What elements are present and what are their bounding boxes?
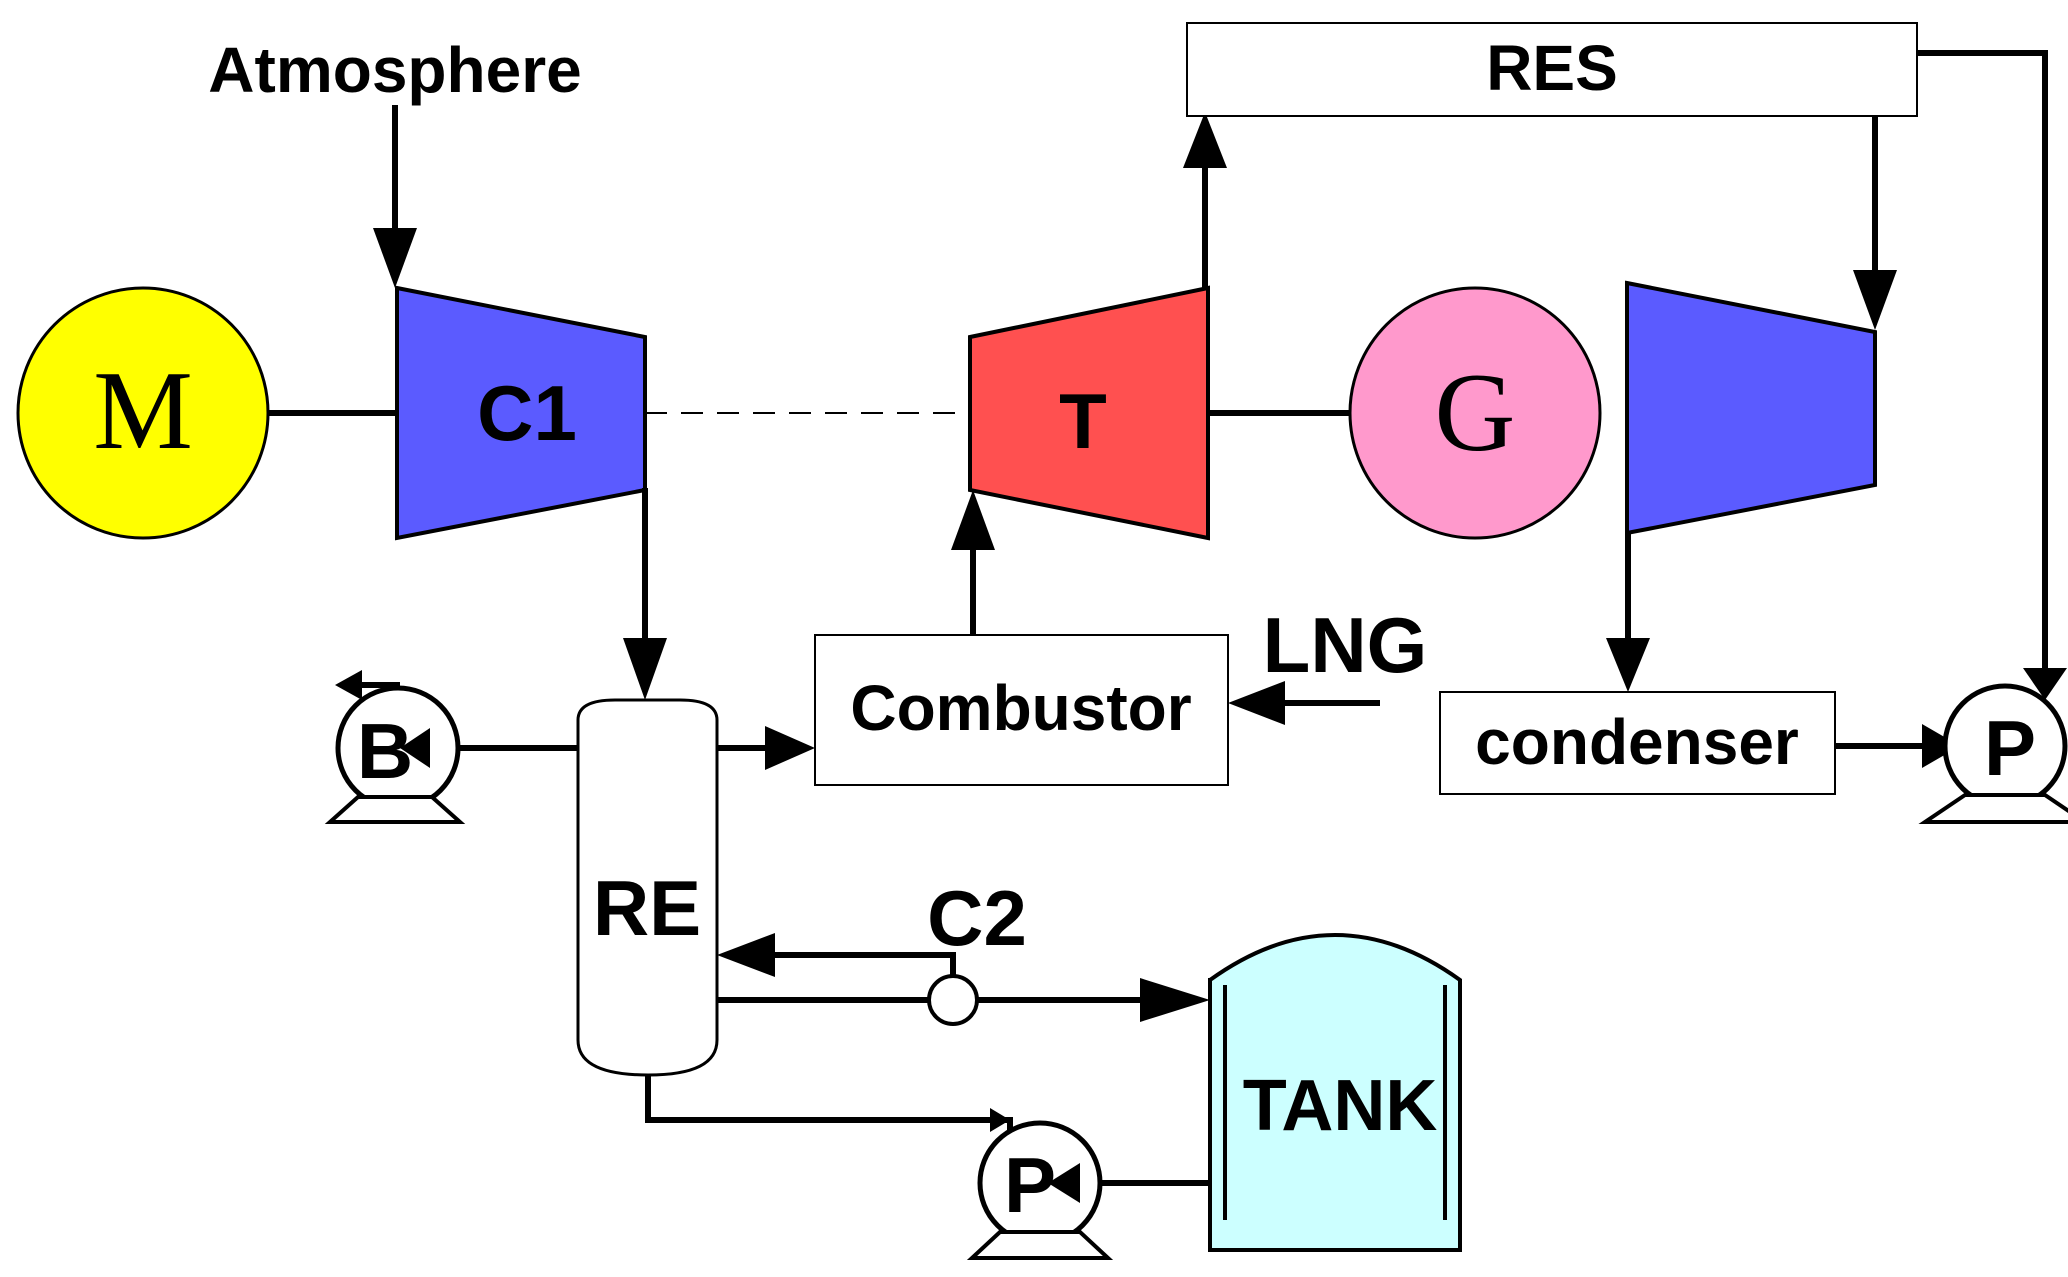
blower-inlet-arrow — [400, 728, 430, 768]
generator-circle — [1348, 286, 1602, 540]
reactor-to-combustor-arrow — [765, 726, 815, 770]
reactor-vessel — [576, 698, 719, 1077]
turbine-t-label: T — [1059, 377, 1107, 465]
blower-outlet-arrow — [335, 670, 362, 700]
res-to-pump-line — [1917, 50, 2048, 680]
lng-inlet-arrow — [1228, 681, 1285, 725]
res-box — [1186, 22, 1918, 117]
atmosphere-inlet-arrow — [373, 228, 417, 288]
condenser-box — [1439, 691, 1836, 795]
motor-label: M — [93, 349, 193, 473]
expander-to-condenser-arrow — [1606, 638, 1650, 692]
pump-bottom: P — [966, 1120, 1114, 1260]
condenser-label: condenser — [1475, 706, 1799, 778]
c2-recycle-arrow — [717, 933, 775, 977]
pump-right-base — [1918, 793, 2068, 824]
c2-recycle-line — [770, 952, 956, 975]
pump-right: P — [1918, 683, 2068, 824]
pump-bottom-label: P — [1004, 1141, 1056, 1229]
res-to-expander-arrow — [1853, 270, 1897, 330]
atmosphere-label: Atmosphere — [208, 34, 581, 106]
tank-label: TANK — [1243, 1066, 1438, 1146]
condenser-to-pump-arrow — [1922, 724, 1960, 768]
combustor-box — [814, 634, 1229, 786]
blower-label: B — [357, 707, 413, 795]
tank-vessel — [1208, 933, 1462, 1252]
turbine-exhaust-arrow — [1183, 112, 1227, 168]
lng-label: LNG — [1263, 601, 1428, 689]
pump-right-label: P — [1984, 704, 2036, 792]
pump-bottom-base — [966, 1230, 1114, 1260]
expander-turbine — [1625, 280, 1877, 536]
blower-base — [324, 795, 466, 824]
blower-b: B — [324, 670, 466, 824]
combustor-to-turbine-arrow — [951, 490, 995, 550]
turbine-t — [968, 285, 1210, 541]
res-to-pump-arrow — [2023, 668, 2067, 700]
pump-bottom-inlet-arrow — [1048, 1163, 1080, 1203]
compressor-c1-label: C1 — [477, 369, 577, 457]
reactor-bottom-line — [645, 1075, 1013, 1140]
res-label: RES — [1486, 32, 1618, 104]
reactor-bottom-arrow — [990, 1108, 1010, 1132]
combustor-label: Combustor — [850, 672, 1191, 744]
c2-to-tank-arrow — [1140, 978, 1210, 1022]
reactor-label: RE — [593, 864, 701, 952]
compressor-c2-circle — [927, 974, 979, 1026]
c1-to-reactor-arrow — [623, 638, 667, 700]
compressor-c2-label: C2 — [927, 874, 1027, 962]
generator-label: G — [1435, 351, 1516, 475]
